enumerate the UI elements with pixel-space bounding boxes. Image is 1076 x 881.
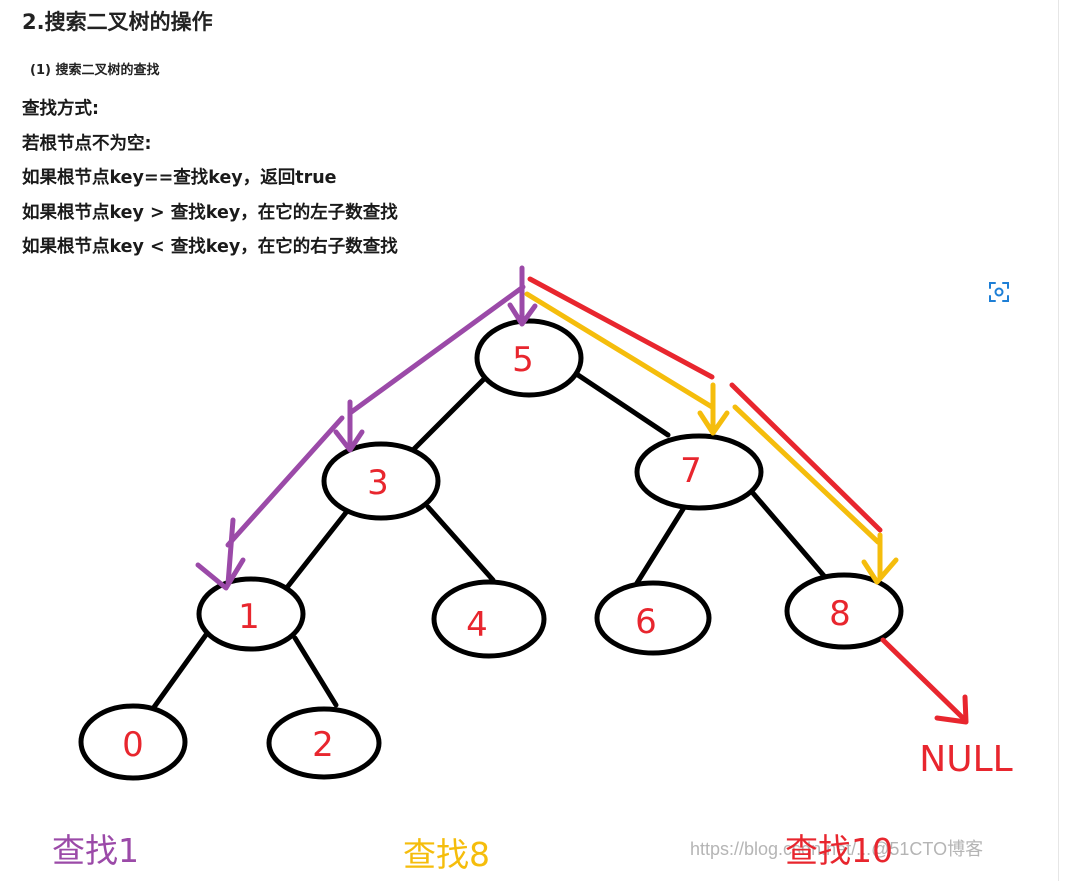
node-label: 5 <box>512 340 534 380</box>
search-10-path <box>527 276 969 725</box>
search-8-path <box>524 291 899 585</box>
tree-node <box>196 576 306 652</box>
search-1-path <box>195 265 538 591</box>
tree-node <box>321 441 441 521</box>
edge <box>575 372 671 438</box>
caption-search-1: 查找1 <box>52 831 139 870</box>
tree-node <box>594 580 712 656</box>
edge <box>282 507 351 593</box>
description-block: 查找方式: 若根节点不为空: 如果根节点key==查找key，返回true 如果… <box>22 96 398 269</box>
tree-node <box>474 318 584 398</box>
tree-node <box>634 433 764 511</box>
node-label: 2 <box>312 725 334 765</box>
description-line: 如果根节点key==查找key，返回true <box>22 168 337 188</box>
description-line: 如果根节点key < 查找key，在它的右子数查找 <box>22 237 398 257</box>
node-label: 8 <box>829 594 851 634</box>
node-label: 1 <box>238 597 260 637</box>
tree-edges <box>149 372 828 713</box>
edge <box>634 503 688 586</box>
edge <box>410 377 486 453</box>
edge <box>149 629 211 713</box>
tree-node <box>431 579 547 659</box>
node-label: 6 <box>635 602 657 642</box>
node-label: 3 <box>367 463 389 503</box>
null-label: NULL <box>919 739 1012 780</box>
tree-node <box>266 706 382 780</box>
tree-node <box>784 572 904 650</box>
edge <box>425 504 496 583</box>
subsection-heading: (1) 搜索二叉树的查找 <box>30 63 160 78</box>
image-viewer-button[interactable] <box>986 279 1012 305</box>
tree-nodes <box>78 318 904 781</box>
edge <box>292 635 339 708</box>
content-divider <box>1058 0 1059 881</box>
description-line: 如果根节点key > 查找key，在它的左子数查找 <box>22 202 398 223</box>
node-label: 7 <box>680 451 702 491</box>
tree-node <box>78 703 188 781</box>
section-heading: 2.搜索二叉树的操作 <box>22 10 213 34</box>
node-label: 0 <box>122 725 144 765</box>
edge <box>749 489 828 580</box>
caption-search-8: 查找8 <box>403 835 490 874</box>
watermark: https://blog.csdn.net/...@51CTO博客 <box>690 839 983 859</box>
caption-search-10: 查找10 <box>785 831 893 870</box>
description-line: 若根节点不为空: <box>22 133 152 154</box>
node-label: 4 <box>466 605 488 645</box>
scan-icon <box>989 282 1009 302</box>
description-line: 查找方式: <box>22 99 99 119</box>
